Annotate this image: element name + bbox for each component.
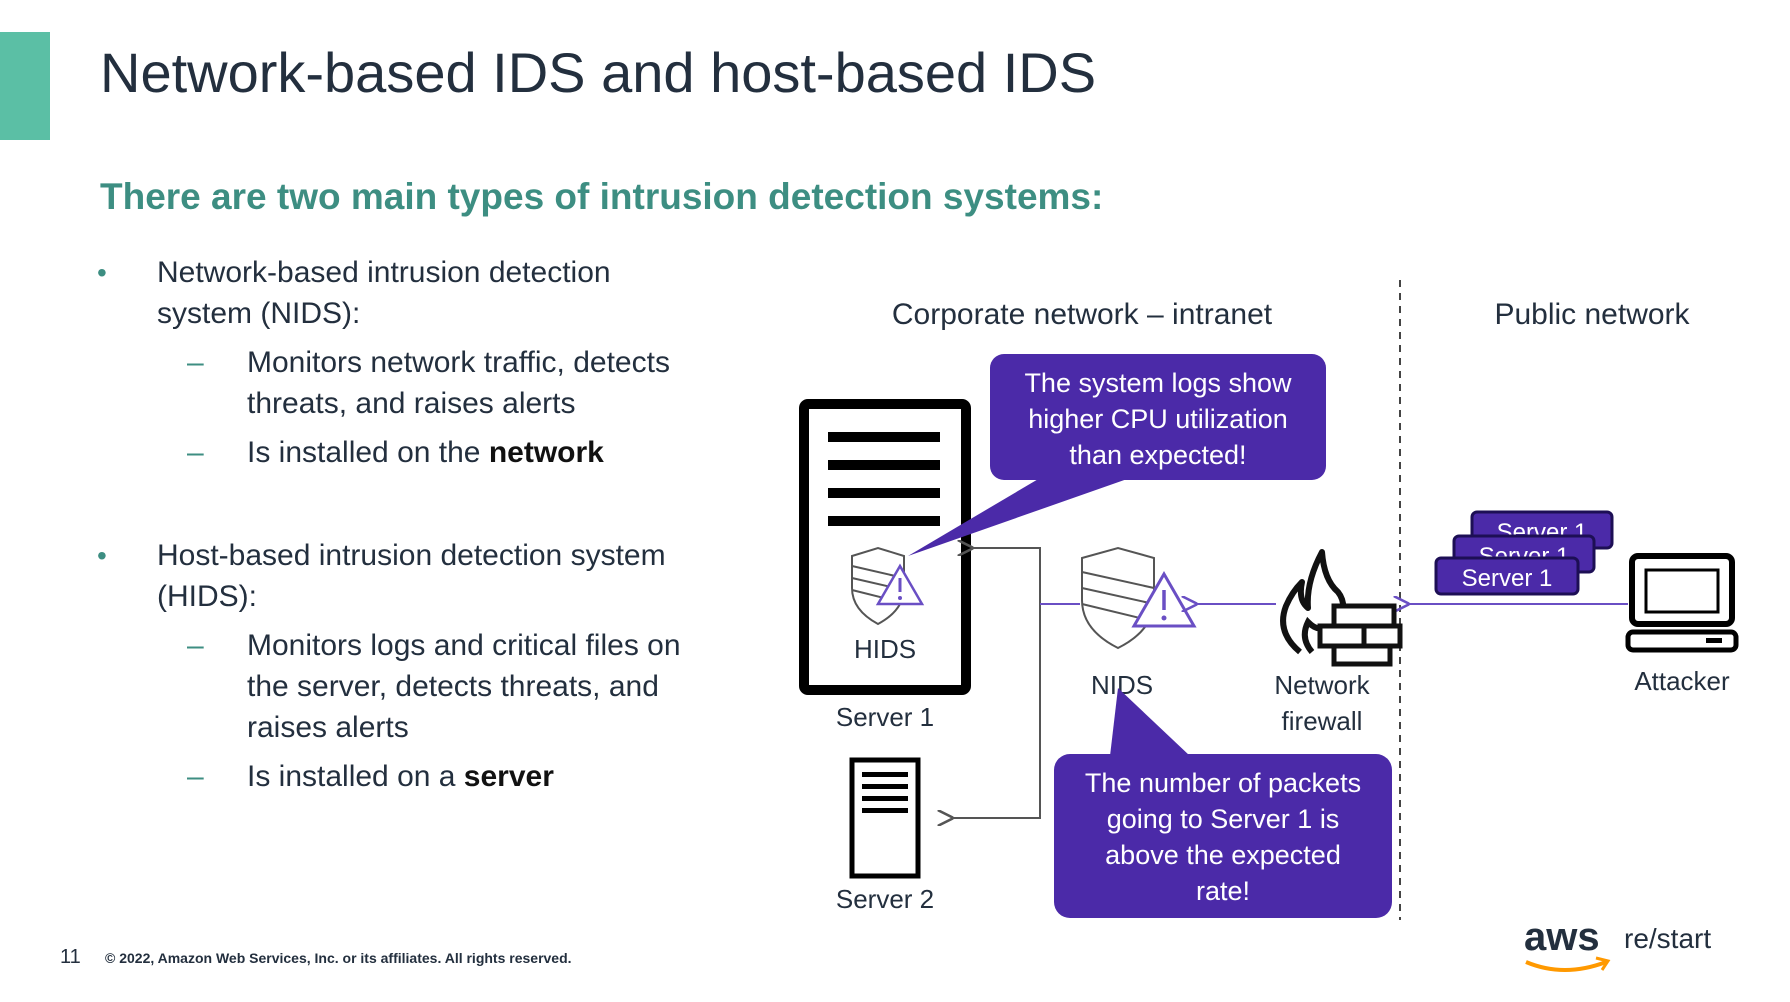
sub-bullet-dash: – — [187, 629, 204, 662]
server-2-icon — [849, 757, 921, 879]
restart-wordmark: re/start — [1624, 923, 1711, 954]
bullet-hids: • Host-based intrusion detection system … — [95, 535, 695, 617]
sub-bullet-dash: – — [187, 436, 204, 469]
callout-top-line: higher CPU utilization — [1028, 404, 1288, 434]
firewall-label-line-1: Network — [1274, 670, 1370, 700]
aws-wordmark: aws — [1524, 915, 1600, 959]
callout-bottom-line: above the expected — [1105, 840, 1341, 870]
sub-bullet-nids-installed: – Is installed on the network — [95, 432, 695, 473]
sub-bullet-nids-monitors: – Monitors network traffic, detects thre… — [95, 342, 695, 424]
nids-shield-warning-icon — [1081, 546, 1197, 650]
sub-bullet-bold: network — [488, 436, 604, 469]
bullet-nids: • Network-based intrusion detection syst… — [95, 252, 695, 334]
callout-top-line: The system logs show — [1024, 368, 1292, 398]
corporate-network-label: Corporate network – intranet — [892, 298, 1273, 331]
laptop-icon — [1625, 553, 1739, 653]
callout-packets: The number of packets going to Server 1 … — [1054, 688, 1392, 918]
attacker-label: Attacker — [1634, 666, 1730, 696]
aws-smile-icon — [1525, 960, 1607, 972]
callout-bottom-line: The number of packets — [1085, 768, 1361, 798]
page-title: Network-based IDS and host-based IDS — [100, 41, 1097, 104]
accent-bar — [0, 32, 50, 140]
sub-bullet-hids-monitors: – Monitors logs and critical files on th… — [95, 625, 695, 748]
sub-bullet-text: Monitors network traffic, detects threat… — [247, 346, 670, 420]
sub-bullet-dash: – — [187, 760, 204, 793]
sub-bullet-bold: server — [463, 760, 554, 793]
hids-label: HIDS — [854, 634, 916, 664]
sub-bullet-dash: – — [187, 346, 204, 379]
sub-bullet-text: Is installed on the — [247, 436, 489, 469]
server-2-label: Server 2 — [836, 884, 934, 914]
arrow-to-server-1 — [972, 548, 1041, 604]
hids-shield-warning-icon — [851, 546, 925, 626]
bullet-nids-heading: Network-based intrusion detection system… — [157, 256, 611, 330]
copyright-text: © 2022, Amazon Web Services, Inc. or its… — [105, 950, 572, 966]
packet-label: Server 1 — [1462, 565, 1553, 592]
callout-bottom-line: rate! — [1196, 876, 1250, 906]
callout-top-line: than expected! — [1069, 440, 1246, 470]
public-network-label: Public network — [1494, 298, 1690, 331]
firewall-icon — [1280, 549, 1403, 667]
callout-system-logs: The system logs show higher CPU utilizat… — [908, 354, 1326, 556]
bullet-dot: • — [97, 257, 107, 288]
callout-bottom-line: going to Server 1 is — [1107, 804, 1340, 834]
bullet-dot: • — [97, 540, 107, 571]
arrow-to-server-2 — [952, 604, 1041, 818]
page-subtitle: There are two main types of intrusion de… — [100, 176, 1104, 217]
packet-box — [1434, 556, 1580, 596]
aws-restart-logo: aws re/start — [1524, 915, 1711, 972]
sub-bullet-text: Is installed on a — [247, 760, 464, 793]
bullet-list: • Network-based intrusion detection syst… — [95, 252, 695, 797]
sub-bullet-text: Monitors logs and critical files on the … — [247, 629, 681, 744]
firewall-label-line-2: firewall — [1282, 706, 1363, 736]
page-number: 11 — [60, 946, 81, 968]
sub-bullet-hids-installed: – Is installed on a server — [95, 756, 695, 797]
packet-stack: Server 1 Server 1 Server 1 — [1434, 510, 1614, 596]
server-1-label: Server 1 — [836, 702, 934, 732]
bullet-hids-heading: Host-based intrusion detection system (H… — [157, 539, 666, 613]
